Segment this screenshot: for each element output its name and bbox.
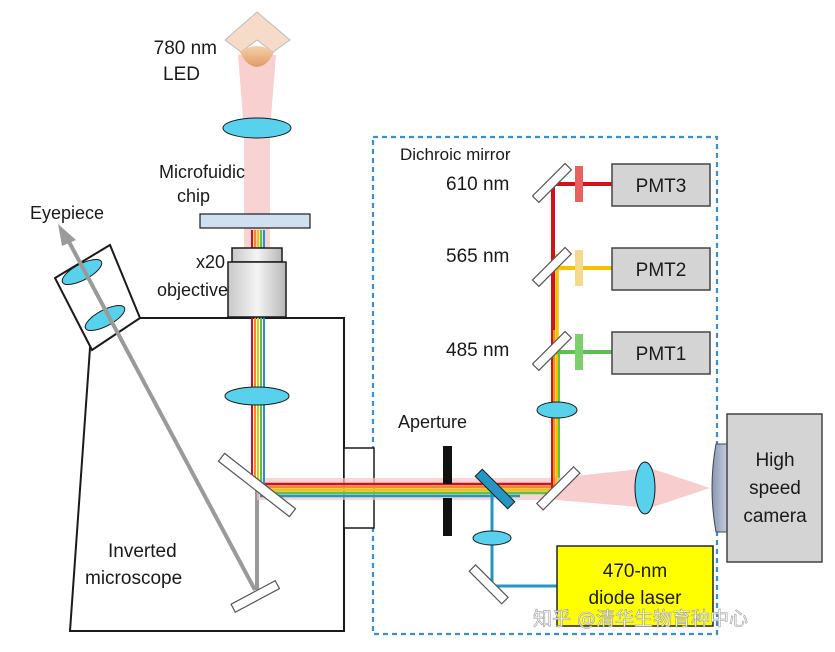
pmt2-label: PMT2 <box>636 260 687 281</box>
bottom-mirror <box>230 579 281 613</box>
pmt1-box <box>611 331 711 375</box>
aperture-top <box>443 446 452 484</box>
camera-label-1: High <box>755 450 794 471</box>
collection-lens <box>536 401 578 419</box>
chip-label-2: chip <box>177 186 210 206</box>
pmt2-box <box>611 247 711 291</box>
camera-label-2: speed <box>749 478 801 499</box>
led-label-1: 780 nm <box>154 38 217 59</box>
eyepiece-label: Eyepiece <box>30 203 104 223</box>
objective-label-1: x20 <box>196 252 225 272</box>
camera-beam <box>557 468 710 508</box>
nm610-label: 610 nm <box>446 174 509 195</box>
camera-label-3: camera <box>743 506 807 527</box>
led-icon <box>224 11 291 53</box>
microscope-label-2: microscope <box>85 568 182 589</box>
aperture-label: Aperture <box>398 412 467 432</box>
filter-green <box>575 334 583 370</box>
tube-lens <box>224 386 290 406</box>
led-label-2: LED <box>163 64 200 85</box>
eyepiece-arrow <box>58 224 76 246</box>
eyepiece-lens-upper <box>61 258 103 286</box>
objective-label-2: objective <box>157 280 228 300</box>
nm565-label: 565 nm <box>446 246 509 267</box>
laser-mirror <box>468 564 509 605</box>
camera-front <box>711 443 729 533</box>
dichroic-565 <box>531 246 573 288</box>
laser-box <box>556 545 714 627</box>
filter-yellow <box>575 250 583 286</box>
microscope-label-1: Inverted <box>108 541 177 562</box>
led-beam <box>238 55 276 130</box>
filter-red <box>575 166 583 202</box>
pmt3-box <box>611 163 711 207</box>
corner-mirror <box>535 465 581 511</box>
detection-module-box <box>371 135 719 636</box>
laser-label-2: diode laser <box>589 588 683 609</box>
camera-lens <box>634 461 656 515</box>
microfluidic-chip <box>199 213 311 229</box>
objective-body <box>227 261 287 318</box>
led-lens <box>222 117 292 139</box>
camera-box <box>726 413 823 563</box>
dichroic-label: Dichroic mirror <box>400 145 511 164</box>
pmt3-label: PMT3 <box>636 176 687 197</box>
dichroic-610 <box>531 162 573 204</box>
eyepiece-lens-lower <box>84 304 126 332</box>
pmt1-label: PMT1 <box>636 344 687 365</box>
chip-label-1: Microfuidic <box>159 162 245 182</box>
laser-label-1: 470-nm <box>603 561 667 582</box>
objective-top <box>231 247 283 263</box>
microscope-mirror <box>217 452 297 518</box>
dichroic-485 <box>531 330 573 372</box>
nm485-label: 485 nm <box>446 340 509 361</box>
laser-dichroic <box>474 468 516 510</box>
laser-lens <box>472 530 512 546</box>
eyepiece-path <box>66 239 257 591</box>
aperture-bottom <box>443 498 452 536</box>
watermark: 知乎 @清华生物育种中心 <box>533 608 748 630</box>
led-emitter <box>240 46 274 67</box>
